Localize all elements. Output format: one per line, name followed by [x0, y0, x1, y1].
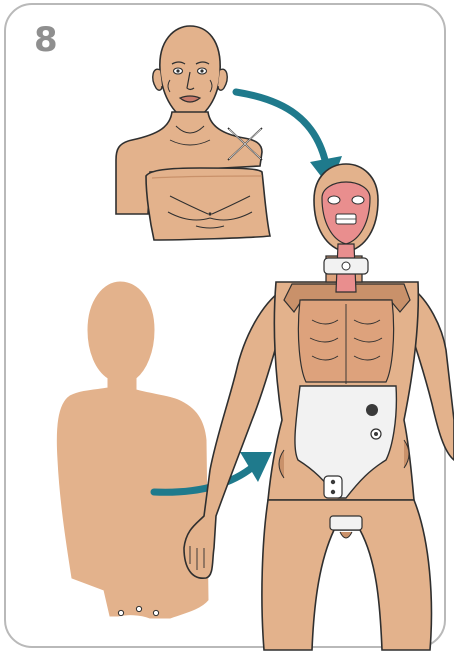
manikin-torso — [184, 282, 454, 650]
manikin-head — [314, 164, 378, 292]
body-skin — [57, 282, 208, 618]
head-with-chest-skin — [116, 26, 270, 240]
